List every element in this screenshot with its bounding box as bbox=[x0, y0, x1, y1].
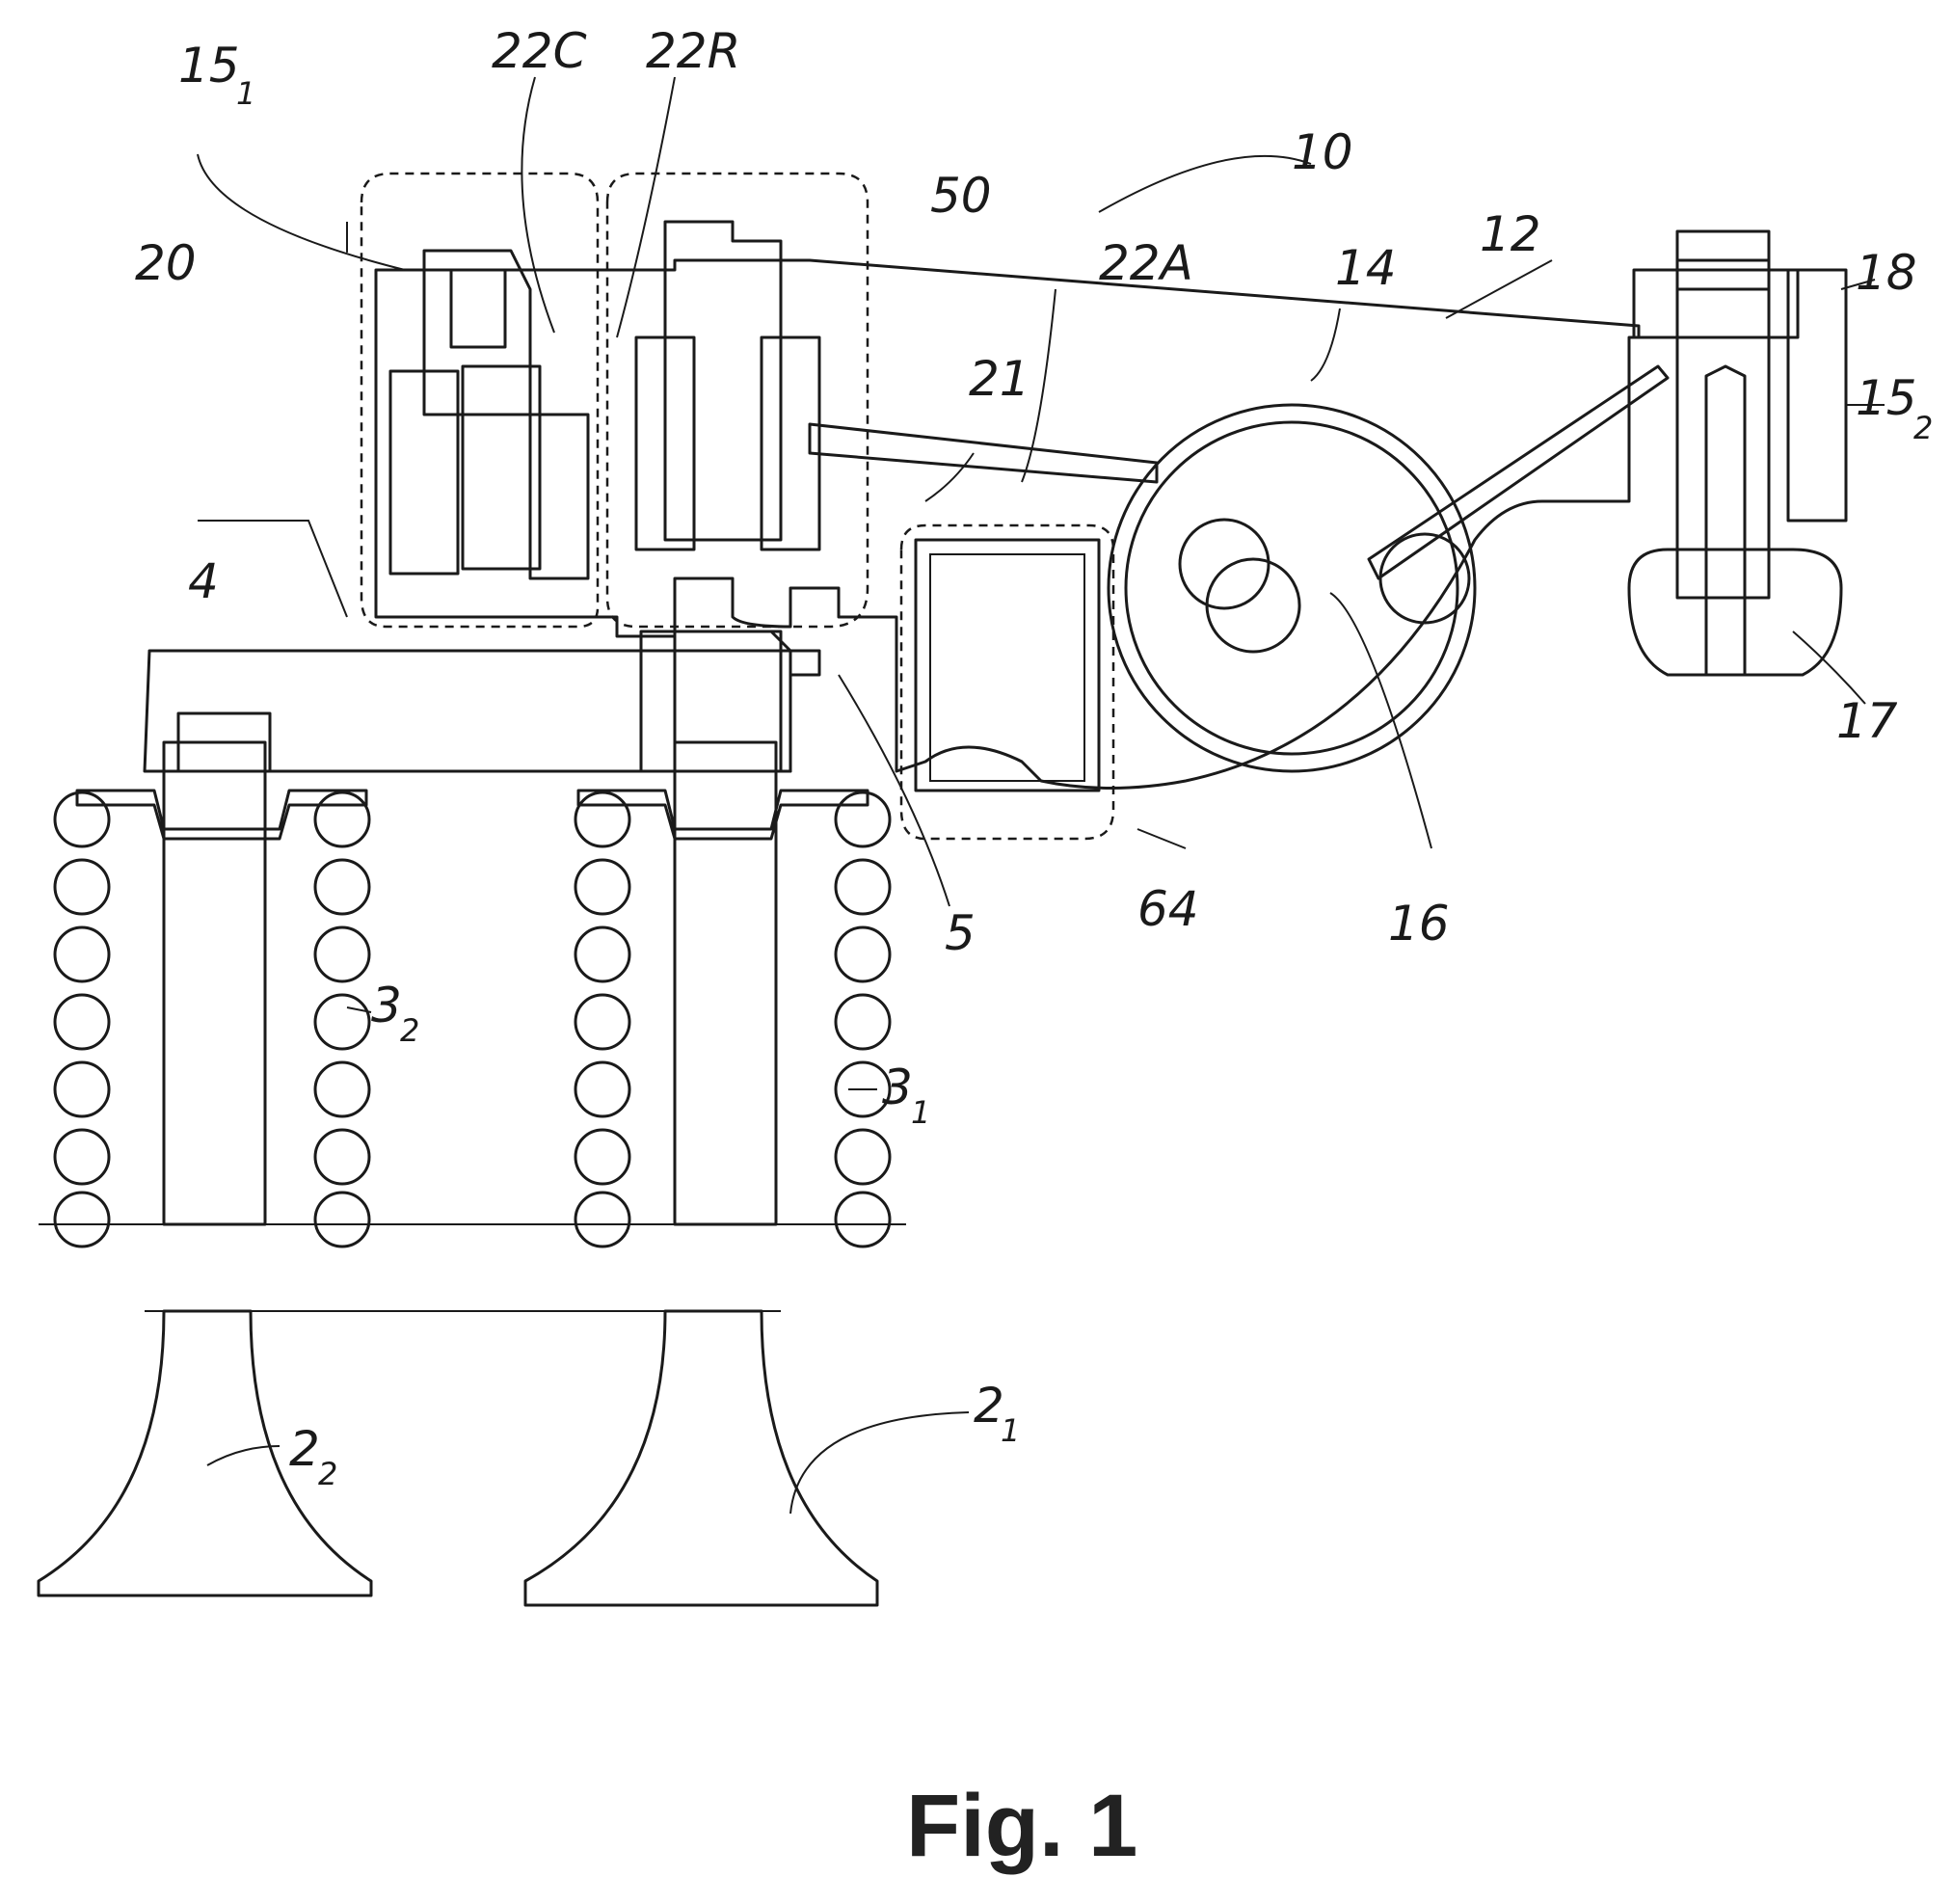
label-22c: 22C bbox=[492, 23, 587, 79]
label-2-2-sub: 2 bbox=[318, 1456, 337, 1492]
rocker-arm bbox=[376, 260, 1668, 789]
label-17: 17 bbox=[1836, 693, 1898, 749]
label-21: 21 bbox=[969, 351, 1030, 407]
label-20: 20 bbox=[135, 235, 197, 291]
label-10: 10 bbox=[1292, 124, 1353, 180]
label-2-1-sub: 1 bbox=[1001, 1412, 1020, 1449]
label-22r: 22R bbox=[646, 23, 740, 79]
hydraulic-assembly bbox=[390, 222, 819, 578]
label-18: 18 bbox=[1856, 245, 1917, 301]
label-15-2: 15 bbox=[1856, 370, 1917, 426]
label-16: 16 bbox=[1388, 896, 1450, 952]
label-2-2: 2 bbox=[289, 1421, 320, 1477]
retainer-right bbox=[578, 791, 868, 839]
label-64: 64 bbox=[1137, 881, 1199, 937]
label-12: 12 bbox=[1480, 206, 1541, 262]
retainer-left bbox=[77, 791, 366, 839]
valve-stem-right bbox=[675, 742, 776, 1224]
label-50: 50 bbox=[930, 168, 992, 224]
adjusting-screw bbox=[1629, 231, 1846, 675]
label-3-2-sub: 2 bbox=[400, 1012, 419, 1049]
label-15-1: 15 bbox=[178, 38, 240, 94]
rocker-shaft bbox=[1109, 405, 1475, 771]
label-4: 4 bbox=[188, 553, 219, 609]
valve-spring-3-1 bbox=[575, 792, 890, 1247]
reference-labels: 15 1 22C 22R 50 10 22A 14 12 18 20 21 15… bbox=[135, 23, 1933, 1492]
label-3-1: 3 bbox=[882, 1059, 913, 1115]
label-14: 14 bbox=[1335, 240, 1397, 296]
valve-stem-left bbox=[164, 742, 265, 1224]
valve-spring-3-2 bbox=[55, 792, 369, 1247]
figure-caption: Fig. 1 bbox=[906, 1777, 1137, 1875]
valve-2-1 bbox=[525, 1311, 877, 1605]
label-5: 5 bbox=[945, 905, 976, 961]
valve-bridge bbox=[145, 631, 819, 771]
label-3-2: 3 bbox=[371, 978, 402, 1033]
label-3-1-sub: 1 bbox=[911, 1094, 930, 1131]
label-22a: 22A bbox=[1099, 235, 1193, 291]
valve-2-2 bbox=[39, 1311, 371, 1596]
region-20-boundary bbox=[361, 174, 598, 627]
label-15-1-sub: 1 bbox=[236, 75, 255, 112]
label-15-2-sub: 2 bbox=[1913, 410, 1933, 446]
